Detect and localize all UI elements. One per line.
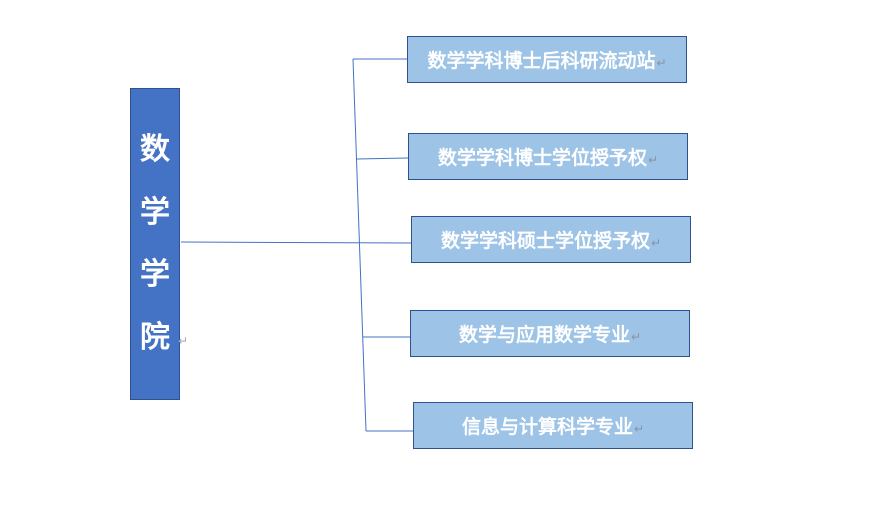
paragraph-mark: ↵ [633, 422, 645, 436]
child-node-info-computing-major: 信息与计算科学专业↵ [413, 402, 693, 449]
child-node-doctoral-degree: 数学学科博士学位授予权↵ [408, 133, 688, 180]
child-node-applied-math-major: 数学与应用数学专业↵ [410, 310, 690, 357]
branch-connector-2 [356, 157, 409, 160]
paragraph-mark: ↵ [647, 153, 659, 167]
trunk-connector [352, 58, 367, 432]
child-node-postdoc-station: 数学学科博士后科研流动站↵ [407, 36, 687, 83]
child-node-label: 数学与应用数学专业↵ [458, 324, 642, 346]
paragraph-mark: ↵ [656, 56, 667, 70]
root-char-2: 学 [140, 194, 170, 230]
root-char-4: 院 [140, 319, 170, 355]
paragraph-mark: ↵ [650, 236, 662, 250]
root-connector [180, 241, 412, 244]
root-char-3: 学 [140, 257, 170, 293]
root-node-math-school: 数 学 学 院 ↵ [130, 88, 188, 400]
child-node-master-degree: 数学学科硕士学位授予权↵ [411, 216, 691, 263]
root-char-1: 数 [140, 132, 170, 168]
child-node-label: 数学学科硕士学位授予权↵ [440, 230, 662, 252]
child-node-label: 数学学科博士学位授予权↵ [437, 147, 659, 169]
child-node-label: 信息与计算科学专业↵ [461, 416, 645, 438]
paragraph-mark: ↵ [630, 330, 642, 344]
paragraph-mark: ↵ [177, 334, 188, 348]
child-node-label: 数学学科博士后科研流动站↵ [427, 50, 667, 72]
